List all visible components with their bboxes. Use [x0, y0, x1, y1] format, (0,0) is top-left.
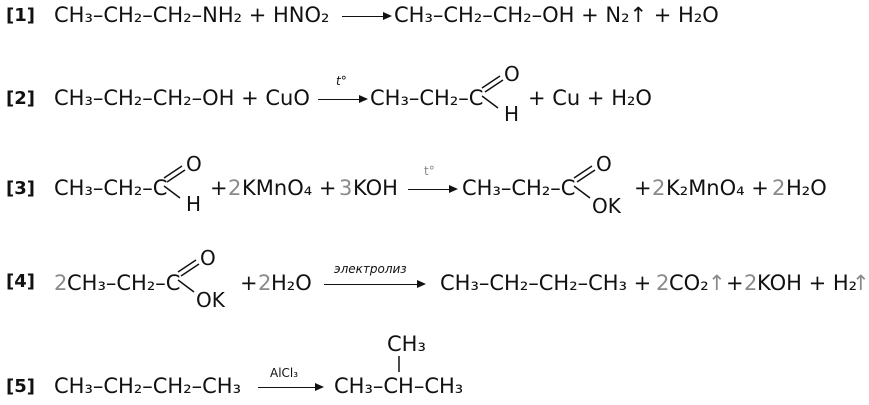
reaction-1-arrow: [342, 12, 392, 20]
reaction-2-arrow: [318, 95, 368, 103]
reaction-2-carbonyl-bonds: [481, 75, 504, 109]
reaction-5-label: [5]: [6, 376, 35, 397]
reaction-3-condition: t°: [424, 164, 435, 178]
reaction-3-koh: KOH: [353, 176, 398, 200]
reaction-4-coef-water: 2: [258, 271, 272, 295]
reaction-4-butane: CH₃–CH₂–CH₂–CH₃ +: [440, 271, 652, 295]
reaction-5-isobutane: CH₃–CH–CH₃: [334, 374, 464, 398]
reaction-1-reactants: CH₃–CH₂–CH₂–NH₂ + HNO₂: [54, 3, 330, 27]
reaction-2-products-rest: + Cu + H₂O: [528, 86, 652, 110]
reaction-4-water: H₂O: [271, 271, 312, 295]
reaction-4-oxygen: O: [200, 246, 216, 270]
reaction-2-reactants: CH₃–CH₂–CH₂–OH + CuO: [54, 86, 310, 110]
reaction-3-hydrogen: H: [186, 192, 202, 216]
reaction-4-ok: OK: [196, 288, 225, 312]
reaction-5-catalyst: AlCl₃: [270, 366, 299, 380]
reaction-3-coef-kmno4: 2: [228, 176, 242, 200]
reaction-3-coef-koh: 3: [339, 176, 353, 200]
reaction-4-coef-co2: 2: [656, 271, 670, 295]
reaction-1-label: [1]: [6, 5, 35, 26]
reaction-4-plus-1: +: [240, 271, 258, 295]
reaction-4-h2-up-arrow: ↑: [852, 271, 869, 295]
reaction-3-plus-2: +: [634, 176, 652, 200]
reaction-2-condition: t°: [336, 74, 347, 88]
reaction-3-k2mno4: K₂MnO₄ +: [666, 176, 769, 200]
reaction-3-arrow: [408, 185, 458, 193]
reaction-3-carboxylate-chain: CH₃–CH₂–C: [462, 176, 576, 200]
reaction-4-coef-salt: 2: [54, 271, 68, 295]
reaction-4-carboxylate-bonds: [177, 259, 200, 293]
reaction-3-carbonyl-bonds: [163, 165, 186, 199]
reaction-3-plus-1: +: [210, 176, 228, 200]
reaction-4-co2-up-arrow: ↑: [708, 271, 726, 295]
reaction-3-product-ok: OK: [592, 194, 621, 218]
reaction-3-coef-h2o: 2: [772, 176, 786, 200]
reaction-4-koh-h2: KOH + H₂: [757, 271, 858, 295]
reaction-3-carboxylate-bonds: [573, 165, 596, 199]
reaction-2-hydrogen: H: [504, 102, 520, 126]
reaction-4-label: [4]: [6, 271, 35, 292]
reaction-4-condition: электролиз: [334, 262, 407, 276]
reaction-3-coef-k2mno4: 2: [652, 176, 666, 200]
reaction-4-coef-koh: 2: [744, 271, 758, 295]
reaction-3-oxygen: O: [186, 152, 202, 176]
reaction-3-aldehyde-chain: CH₃–CH₂–C: [54, 176, 168, 200]
reaction-4-salt-chain: CH₃–CH₂–C: [67, 271, 181, 295]
reaction-4-plus-2: +: [726, 271, 744, 295]
reaction-4-arrow: [324, 280, 426, 288]
reaction-5-branch-bond: [398, 356, 400, 372]
reaction-5-methyl-branch: CH₃: [387, 332, 426, 356]
reaction-4-co2: CO₂: [669, 271, 709, 295]
reaction-5-arrow: [258, 383, 324, 391]
reaction-2-aldehyde-chain: CH₃–CH₂–C: [370, 86, 484, 110]
reaction-3-label: [3]: [6, 178, 35, 199]
reaction-5-butane: CH₃–CH₂–CH₂–CH₃: [54, 374, 241, 398]
reaction-3-kmno4: KMnO₄ +: [242, 176, 337, 200]
reaction-2-label: [2]: [6, 88, 35, 109]
reaction-3-h2o: H₂O: [786, 176, 827, 200]
reaction-3-product-oxygen: O: [596, 152, 612, 176]
reaction-1-products: CH₃–CH₂–CH₂–OH + N₂↑ + H₂O: [394, 3, 719, 27]
reaction-2-oxygen: O: [504, 62, 520, 86]
